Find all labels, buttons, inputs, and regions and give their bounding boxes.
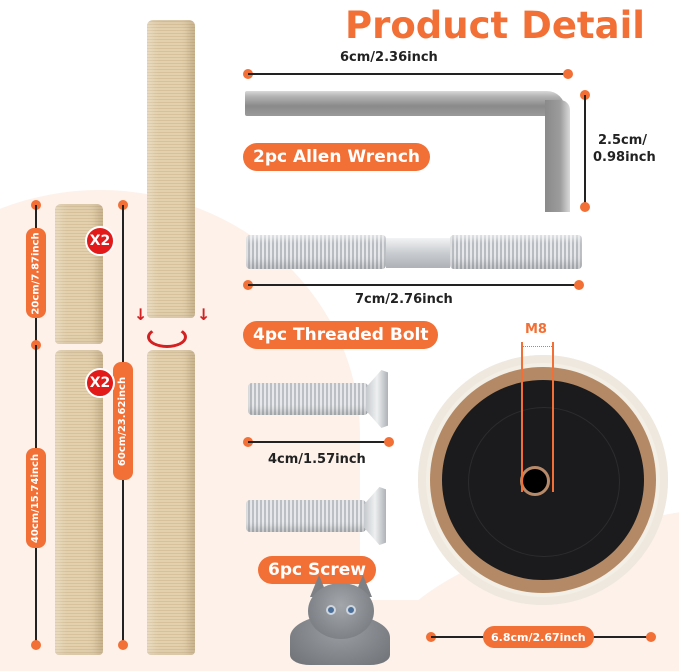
post-length-20cm-badge: 20cm/7.87inch bbox=[26, 228, 46, 318]
wrench-length-label: 6cm/2.36inch bbox=[340, 50, 438, 65]
quantity-badge: X2 bbox=[85, 226, 115, 256]
screw-image bbox=[248, 383, 368, 415]
wrench-height-label-line2: 0.98inch bbox=[593, 150, 656, 165]
dimension-dot bbox=[31, 640, 41, 650]
screw-label: 6pc Screw bbox=[258, 556, 376, 584]
thread-size-label: M8 bbox=[525, 322, 547, 337]
arrow-down-icon: ↓ bbox=[197, 305, 211, 324]
thread-size-line bbox=[552, 342, 554, 492]
wrench-length-line bbox=[248, 73, 568, 75]
sisal-post-short bbox=[55, 204, 103, 344]
tube-diameter-badge: 6.8cm/2.67inch bbox=[483, 626, 594, 648]
post-end-ring bbox=[468, 407, 620, 557]
page-title: Product Detail bbox=[345, 4, 645, 47]
dimension-dot bbox=[646, 632, 656, 642]
thread-size-dotted-line bbox=[523, 346, 552, 347]
kitten-eye bbox=[326, 605, 336, 615]
screw-image bbox=[366, 370, 388, 428]
threaded-bolt-label: 4pc Threaded Bolt bbox=[243, 321, 439, 349]
thread-size-line bbox=[521, 342, 523, 492]
dimension-dot bbox=[384, 437, 394, 447]
screw-image bbox=[364, 487, 386, 545]
kitten-eye bbox=[346, 605, 356, 615]
sisal-post-medium bbox=[55, 350, 103, 655]
bolt-length-line bbox=[248, 284, 578, 286]
wrench-height-label-line1: 2.5cm/ bbox=[598, 133, 648, 148]
dimension-dot bbox=[574, 280, 584, 290]
quantity-badge: X2 bbox=[85, 368, 115, 398]
screw-length-line bbox=[248, 441, 388, 443]
rotate-icon bbox=[147, 326, 187, 348]
post-length-40cm-badge: 40cm/15.74inch bbox=[26, 448, 46, 548]
dimension-dot bbox=[118, 640, 128, 650]
allen-wrench-image bbox=[545, 100, 570, 212]
bolt-length-label: 7cm/2.76inch bbox=[355, 292, 453, 307]
sisal-post-top bbox=[147, 20, 195, 318]
kitten-head bbox=[308, 583, 374, 639]
arrow-down-icon: ↓ bbox=[134, 305, 148, 324]
threaded-insert-hole bbox=[520, 466, 550, 496]
screw-image bbox=[246, 500, 366, 532]
allen-wrench-label: 2pc Allen Wrench bbox=[243, 143, 431, 171]
threaded-bolt-image bbox=[450, 235, 582, 269]
dimension-dot bbox=[563, 69, 573, 79]
post-length-60cm-badge: 60cm/23.62inch bbox=[113, 362, 133, 480]
kitten-image bbox=[290, 575, 390, 665]
allen-wrench-image bbox=[245, 91, 565, 116]
sisal-post-bottom bbox=[147, 350, 195, 655]
wrench-height-line bbox=[584, 95, 586, 207]
threaded-bolt-image bbox=[386, 238, 450, 268]
threaded-bolt-image bbox=[246, 235, 386, 269]
dimension-dot bbox=[580, 202, 590, 212]
screw-length-label: 4cm/1.57inch bbox=[268, 452, 366, 467]
